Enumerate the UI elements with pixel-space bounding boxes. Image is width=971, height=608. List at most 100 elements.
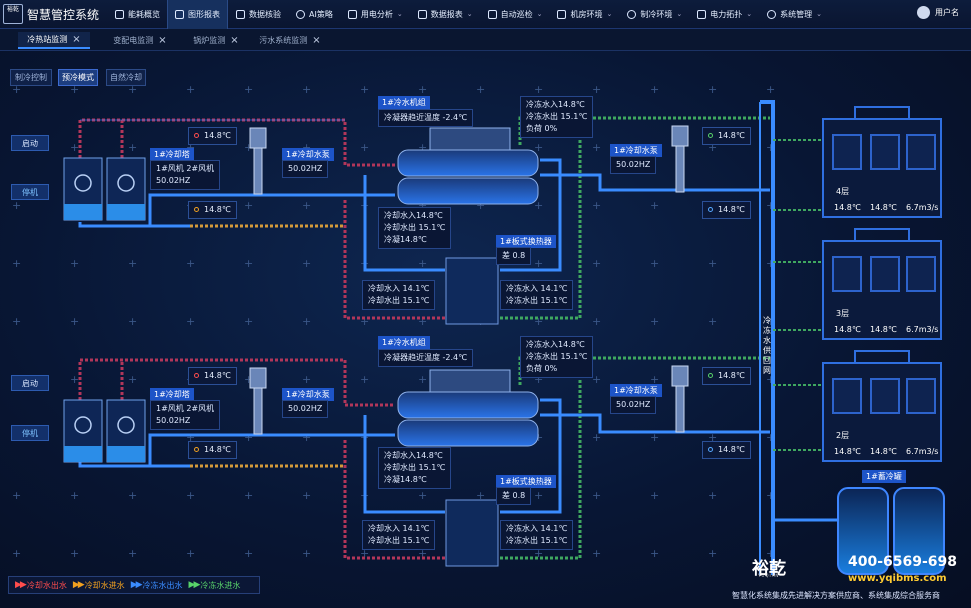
grid-cross: +: [592, 489, 602, 502]
floor-temp-2: 14.8℃: [870, 325, 897, 334]
person-icon: [236, 9, 246, 19]
status-dot: [194, 447, 199, 452]
loop-1-label: 14.8℃: [188, 201, 237, 219]
hx-diff: 差 0.8: [502, 491, 526, 500]
chevron-down-icon: ⌄: [816, 10, 822, 18]
tab-power-distribution[interactable]: 变配电监测×: [104, 32, 176, 49]
close-icon[interactable]: ×: [312, 35, 321, 46]
floor-branch: [773, 139, 822, 451]
chiller-load: 负荷 0%: [526, 364, 558, 373]
mode-cooling-control[interactable]: 制冷控制: [10, 69, 52, 86]
grid-cross: +: [244, 141, 254, 154]
nav-item-cooling-environment[interactable]: 制冷环境⌄: [619, 0, 689, 29]
grid-cross: +: [244, 547, 254, 560]
loop-1-label: 1#板式换热器: [496, 235, 556, 248]
tab-bar: 冷热站监测× 变配电监测× 锅炉监测× 污水系统监测 ×: [0, 29, 971, 51]
start-button-bottom[interactable]: 启动: [11, 375, 49, 391]
nav-item-graphic-report[interactable]: 图形报表: [167, 0, 229, 29]
grid-cross: +: [244, 257, 254, 270]
chw-pump-freq: 50.02HZ: [616, 160, 651, 169]
nav-item-room-environment[interactable]: 机房环境⌄: [549, 0, 619, 29]
hx-chw-out: 冷冻水出 15.1℃: [506, 536, 568, 545]
loop-2-label: 1#冷却水泵: [282, 388, 334, 401]
hx-cw-in: 冷却水入 14.1℃: [368, 284, 430, 293]
grid-cross: +: [360, 373, 370, 386]
hx-title: 1#板式换热器: [500, 237, 552, 246]
tab-boiler[interactable]: 锅炉监测×: [186, 32, 246, 49]
nav-item-auto-inspection[interactable]: 自动巡检⌄: [480, 0, 550, 29]
grid-cross: +: [766, 373, 776, 386]
close-icon[interactable]: ×: [230, 35, 239, 46]
nav-label: 机房环境: [570, 9, 603, 19]
top-navigation-bar: 裕乾 智慧管控系统 能耗概览 图形报表 数据核验 AI策略 用电分析⌄ 数据报表…: [0, 0, 971, 29]
floor-2: 2层 14.8℃ 14.8℃ 6.7m3/s: [822, 350, 942, 462]
tower-freq: 50.02HZ: [156, 416, 191, 425]
nav-item-power-analysis[interactable]: 用电分析⌄: [340, 0, 410, 29]
nav-item-data-verify[interactable]: 数据核验: [228, 0, 288, 29]
grid-cross: +: [708, 315, 718, 328]
grid-cross: +: [360, 315, 370, 328]
status-dot: [194, 373, 199, 378]
nav-item-power-topology[interactable]: 电力拓扑⌄: [689, 0, 759, 29]
nav-label: 用电分析: [360, 9, 393, 19]
user-menu[interactable]: 用户名: [917, 6, 959, 19]
grid-cross: +: [592, 83, 602, 96]
nav-item-system-management[interactable]: 系统管理⌄: [759, 0, 829, 29]
tab-label: 污水系统监测: [259, 36, 308, 45]
nav-label: 自动巡检: [500, 9, 533, 19]
grid-cross: +: [186, 547, 196, 560]
snowflake-icon: [627, 9, 637, 19]
pipe-cooling-branch: [363, 175, 445, 272]
pipe-cooling-branch: [343, 440, 445, 560]
cw-pump-title: 1#冷却水泵: [286, 390, 330, 399]
chevron-down-icon: ⌄: [676, 10, 683, 18]
loop-2-label: 14.8℃: [702, 441, 751, 459]
loop-2-label: 14.8℃: [702, 367, 751, 385]
hx-cw-in: 冷却水入 14.1℃: [368, 524, 430, 533]
pipe-chilled-supply: [540, 413, 770, 434]
hx-diff: 差 0.8: [502, 251, 526, 260]
close-icon[interactable]: ×: [72, 34, 81, 45]
tab-sewage[interactable]: 污水系统监测 ×: [254, 32, 326, 49]
nav-item-data-report[interactable]: 数据报表⌄: [410, 0, 480, 29]
chiller-top: [397, 127, 539, 205]
grid-cross: +: [766, 199, 776, 212]
riser-temp-top: 14.8℃: [718, 371, 745, 380]
grid-cross: +: [244, 373, 254, 386]
start-button-top[interactable]: 启动: [11, 135, 49, 151]
room: [870, 378, 900, 414]
chiller-title: 1#冷水机组: [382, 98, 426, 107]
grid-cross: +: [70, 315, 80, 328]
room: [870, 256, 900, 292]
room: [906, 134, 936, 170]
nav-item-ai-strategy[interactable]: AI策略: [288, 0, 340, 29]
tower-freq: 50.02HZ: [156, 176, 191, 185]
tab-heat-cold-station[interactable]: 冷热站监测×: [18, 32, 90, 49]
nav-label: 系统管理: [780, 9, 813, 19]
nav-item-energy-overview[interactable]: 能耗概览: [107, 0, 167, 29]
mode-free-cooling[interactable]: 自然冷却: [106, 69, 146, 86]
room: [870, 134, 900, 170]
arrow-icon: ▶▶: [72, 580, 85, 590]
floor-name: 4层: [836, 187, 850, 196]
stop-button-bottom[interactable]: 停机: [11, 425, 49, 441]
hx-chw-in: 冷冻水入 14.1℃: [506, 524, 568, 533]
grid-cross: +: [534, 373, 544, 386]
grid-cross: +: [766, 431, 776, 444]
pipe-legend: ▶▶冷却水出水 ▶▶冷却水进水 ▶▶冷冻水出水 ▶▶冷冻水进水: [8, 576, 260, 594]
room: [906, 256, 936, 292]
grid-cross: +: [70, 373, 80, 386]
nav-label: 能耗概览: [128, 9, 161, 19]
close-icon[interactable]: ×: [158, 35, 167, 46]
grid-cross: +: [534, 141, 544, 154]
grid-cross: +: [592, 257, 602, 270]
mode-precool[interactable]: 预冷模式: [58, 69, 98, 86]
grid-cross: +: [534, 199, 544, 212]
grid-cross: +: [708, 141, 718, 154]
grid-cross: +: [302, 199, 312, 212]
stop-button-top[interactable]: 停机: [11, 184, 49, 200]
tower-temp-top: 14.8℃: [204, 131, 231, 140]
grid-cross: +: [766, 547, 776, 560]
